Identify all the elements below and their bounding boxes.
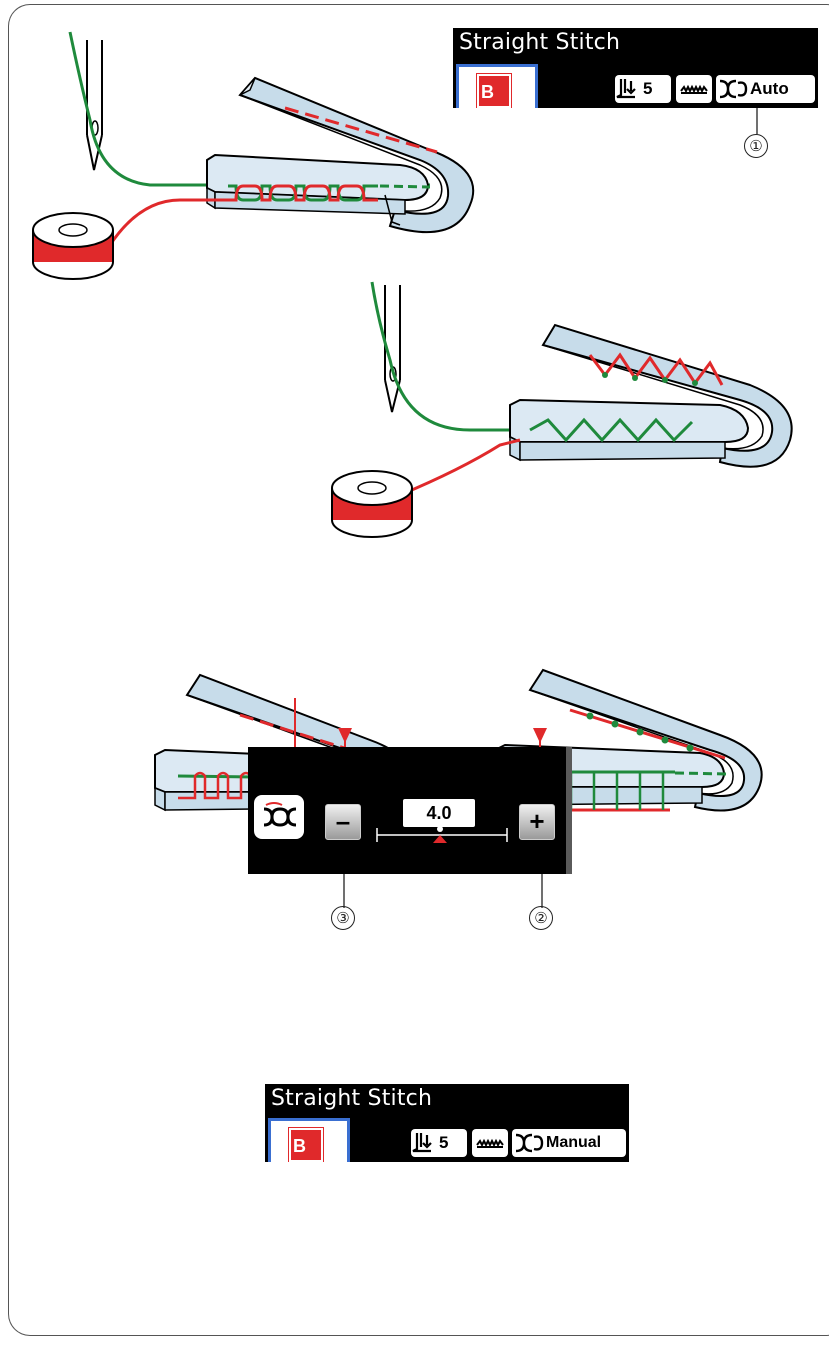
tension-plus-button[interactable]: + — [519, 804, 555, 840]
thread-tension-icon — [515, 1133, 544, 1153]
callout-line-2 — [541, 874, 543, 908]
bobbin-icon — [32, 212, 114, 280]
illustration-straight-stitch — [32, 31, 793, 538]
feed-dog-indicator[interactable] — [676, 75, 712, 103]
thread-tension-mode[interactable]: Manual — [512, 1129, 626, 1157]
presser-foot-value: 5 — [439, 1133, 449, 1152]
needle-icon — [384, 285, 401, 413]
pattern-selected[interactable]: B — [268, 1118, 350, 1162]
callout-3: ③ — [331, 906, 355, 930]
thread-tension-mode[interactable]: Auto — [716, 75, 815, 103]
stitch-title: Straight Stitch — [459, 30, 621, 55]
callout-1: ① — [744, 134, 768, 158]
callout-line-3 — [343, 874, 345, 908]
tension-minus-button[interactable]: – — [325, 804, 361, 840]
fabric-sample — [206, 76, 475, 234]
page-frame — [8, 4, 829, 1336]
status-panel-manual: Straight Stitch B 5 Manual — [265, 1084, 629, 1162]
panel-edge — [566, 747, 572, 874]
bobbin-icon — [331, 470, 413, 538]
feed-dog-indicator[interactable] — [472, 1129, 508, 1157]
pattern-selected[interactable]: B — [456, 64, 538, 108]
thread-tension-icon — [263, 802, 297, 827]
tension-value: 4.0 — [403, 799, 475, 827]
presser-foot-icon — [616, 79, 636, 99]
tension-mode-label: Auto — [750, 79, 789, 98]
tension-key[interactable] — [254, 795, 304, 839]
tension-adjust-panel: – 4.0 + — [248, 747, 572, 874]
status-panel-auto: Straight Stitch B 5 Auto — [453, 28, 818, 108]
pattern-icon: B — [476, 73, 512, 108]
feed-dog-icon — [680, 84, 708, 94]
fabric-sample — [509, 323, 793, 468]
presser-foot-pressure[interactable]: 5 — [411, 1129, 467, 1157]
pattern-icon: B — [288, 1127, 324, 1162]
pattern-icon-label: B — [293, 1136, 306, 1156]
tension-mode-label: Manual — [546, 1134, 602, 1151]
callout-2: ② — [529, 906, 553, 930]
feed-dog-icon — [476, 1138, 504, 1148]
presser-foot-pressure[interactable]: 5 — [615, 75, 671, 103]
pattern-icon-label: B — [481, 82, 494, 102]
presser-foot-value: 5 — [643, 79, 653, 98]
thread-tension-icon — [719, 79, 748, 99]
tension-scale — [376, 826, 508, 843]
callout-line-1 — [756, 108, 758, 134]
stitch-title: Straight Stitch — [271, 1086, 433, 1111]
presser-foot-icon — [412, 1133, 432, 1153]
